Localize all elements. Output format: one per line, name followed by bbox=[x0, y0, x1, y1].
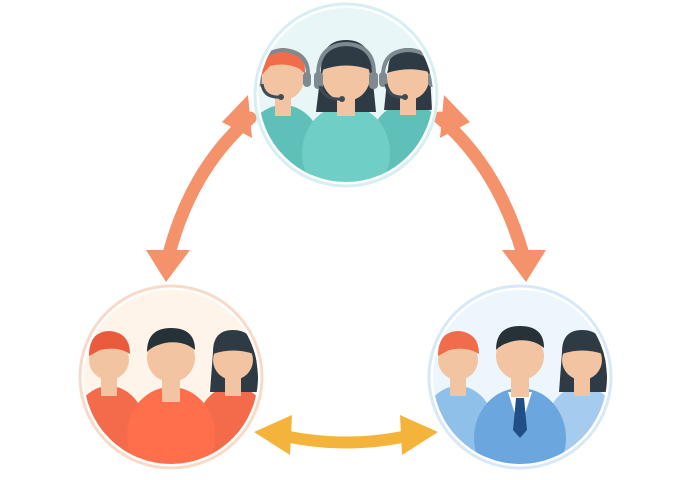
business-team-icon bbox=[433, 326, 607, 464]
arrow-top-left bbox=[146, 95, 257, 282]
headset-team-icon bbox=[259, 40, 433, 182]
customer-team-node bbox=[78, 284, 264, 470]
arrow-left-right bbox=[254, 415, 438, 455]
arrow-top-right bbox=[433, 95, 546, 282]
arrowhead-icon bbox=[400, 415, 438, 455]
people-group-icon bbox=[84, 328, 258, 464]
arrowhead-icon bbox=[440, 95, 470, 138]
arrowhead-icon bbox=[222, 95, 252, 138]
arrowhead-icon bbox=[254, 415, 292, 455]
support-team-node bbox=[253, 2, 439, 188]
business-team-node bbox=[427, 284, 613, 470]
arrowhead-icon bbox=[146, 250, 190, 282]
arrowhead-icon bbox=[502, 250, 546, 282]
